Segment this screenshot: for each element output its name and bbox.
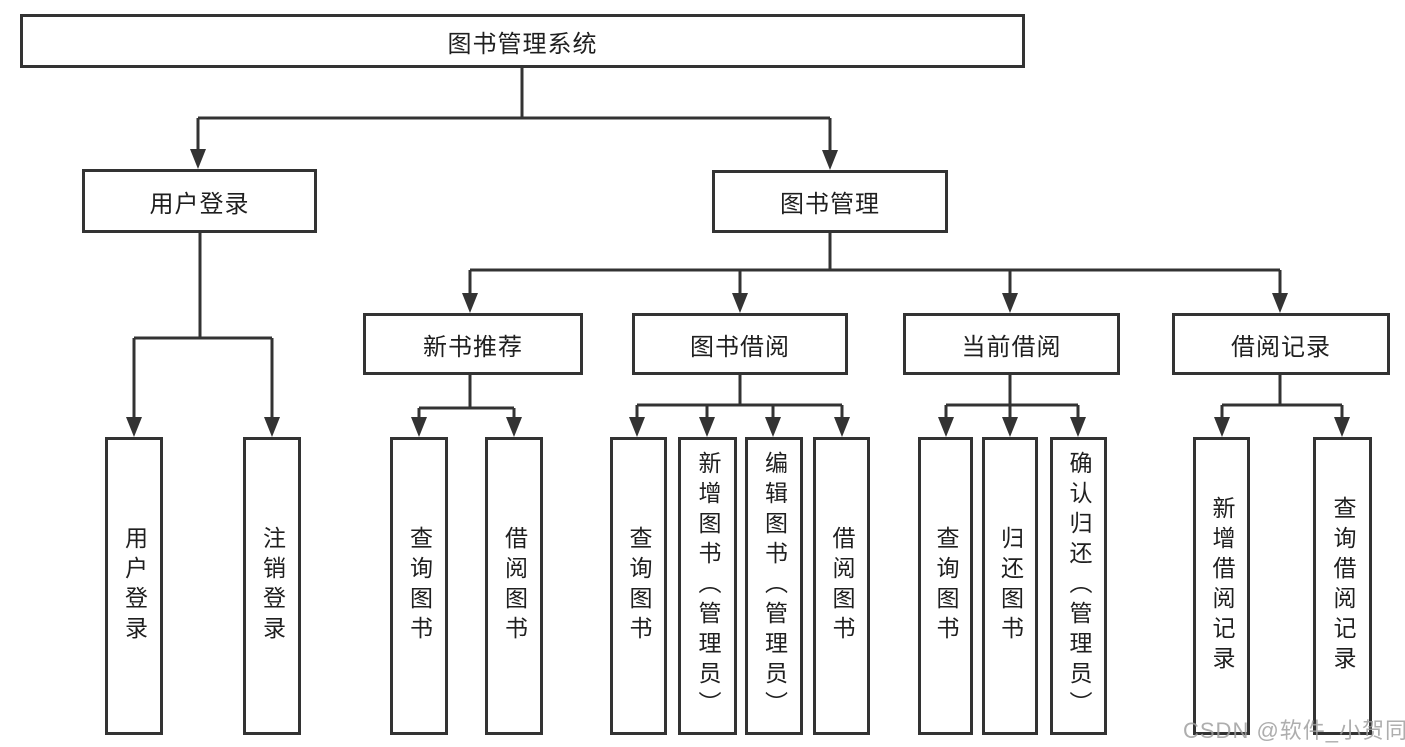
node-borrow-records: 借阅记录	[1172, 313, 1390, 375]
watermark: CSDN @软件_小贺同学	[1183, 718, 1405, 743]
leaf-return-books: 归还图书	[982, 437, 1038, 735]
leaf-confirm-return-admin-label: 确认归还（管理员）	[1066, 451, 1092, 721]
leaf-query-borrow-record-label: 查询借阅记录	[1330, 496, 1356, 676]
node-book-borrow: 图书借阅	[632, 313, 848, 375]
node-current-borrow-label: 当前借阅	[961, 333, 1062, 361]
leaf-edit-books-admin-label: 编辑图书（管理员）	[761, 451, 788, 721]
node-book-management-label: 图书管理	[780, 191, 880, 218]
leaf-borrow-books: 借阅图书	[813, 437, 870, 735]
leaf-logout-label: 注销登录	[259, 526, 286, 646]
node-new-book-recommend: 新书推荐	[363, 313, 583, 375]
leaf-add-borrow-record: 新增借阅记录	[1193, 437, 1250, 735]
leaf-user-login-label: 用户登录	[121, 526, 148, 646]
leaf-query-borrow-record: 查询借阅记录	[1313, 437, 1372, 735]
leaf-logout: 注销登录	[243, 437, 301, 735]
node-user-login-label: 用户登录	[149, 190, 250, 218]
leaf-user-login: 用户登录	[105, 437, 163, 735]
leaf-borrow-query-books-label: 查询图书	[626, 526, 652, 646]
leaf-return-books-label: 归还图书	[997, 526, 1024, 646]
node-new-book-recommend-label: 新书推荐	[423, 333, 523, 361]
leaf-current-query-books: 查询图书	[918, 437, 973, 735]
leaf-add-books-admin-label: 新增图书（管理员）	[695, 451, 721, 721]
node-root: 图书管理系统	[20, 14, 1025, 68]
leaf-recommend-query-books: 查询图书	[390, 437, 448, 735]
leaf-recommend-borrow-books: 借阅图书	[485, 437, 543, 735]
node-borrow-records-label: 借阅记录	[1231, 333, 1331, 361]
leaf-add-borrow-record-label: 新增借阅记录	[1209, 496, 1235, 676]
leaf-edit-books-admin: 编辑图书（管理员）	[745, 437, 803, 735]
leaf-recommend-query-books-label: 查询图书	[406, 526, 433, 646]
leaf-confirm-return-admin: 确认归还（管理员）	[1050, 437, 1107, 735]
leaf-borrow-query-books: 查询图书	[610, 437, 667, 735]
leaf-recommend-borrow-books-label: 借阅图书	[501, 526, 528, 646]
node-book-management: 图书管理	[712, 170, 948, 233]
leaf-add-books-admin: 新增图书（管理员）	[678, 437, 737, 735]
node-root-label: 图书管理系统	[447, 30, 598, 58]
node-user-login: 用户登录	[82, 169, 317, 233]
leaf-borrow-books-label: 借阅图书	[829, 526, 855, 646]
leaf-current-query-books-label: 查询图书	[933, 526, 959, 646]
node-current-borrow: 当前借阅	[903, 313, 1120, 375]
node-book-borrow-label: 图书借阅	[690, 333, 790, 361]
